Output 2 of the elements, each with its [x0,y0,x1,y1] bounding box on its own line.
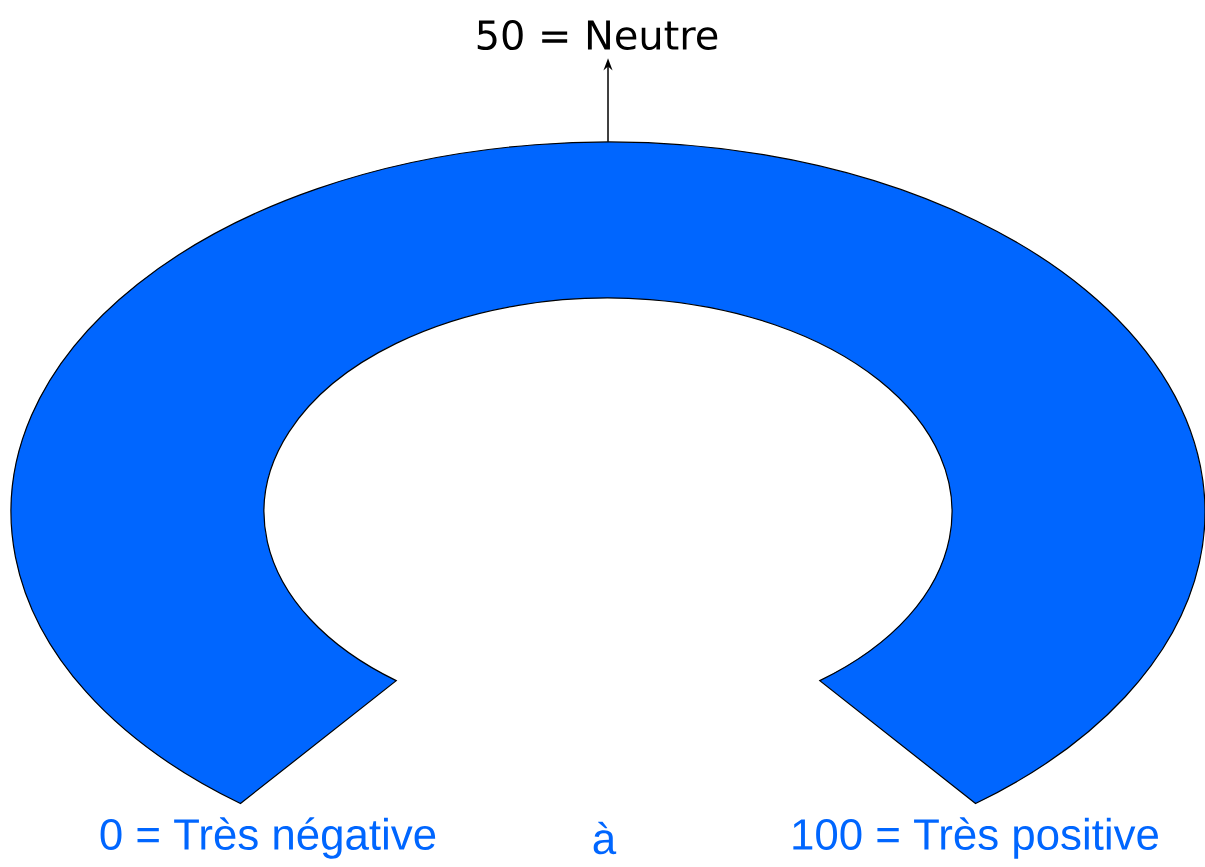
heading-text: 50 = Neutre [477,19,718,51]
arc-band [10,141,1205,805]
